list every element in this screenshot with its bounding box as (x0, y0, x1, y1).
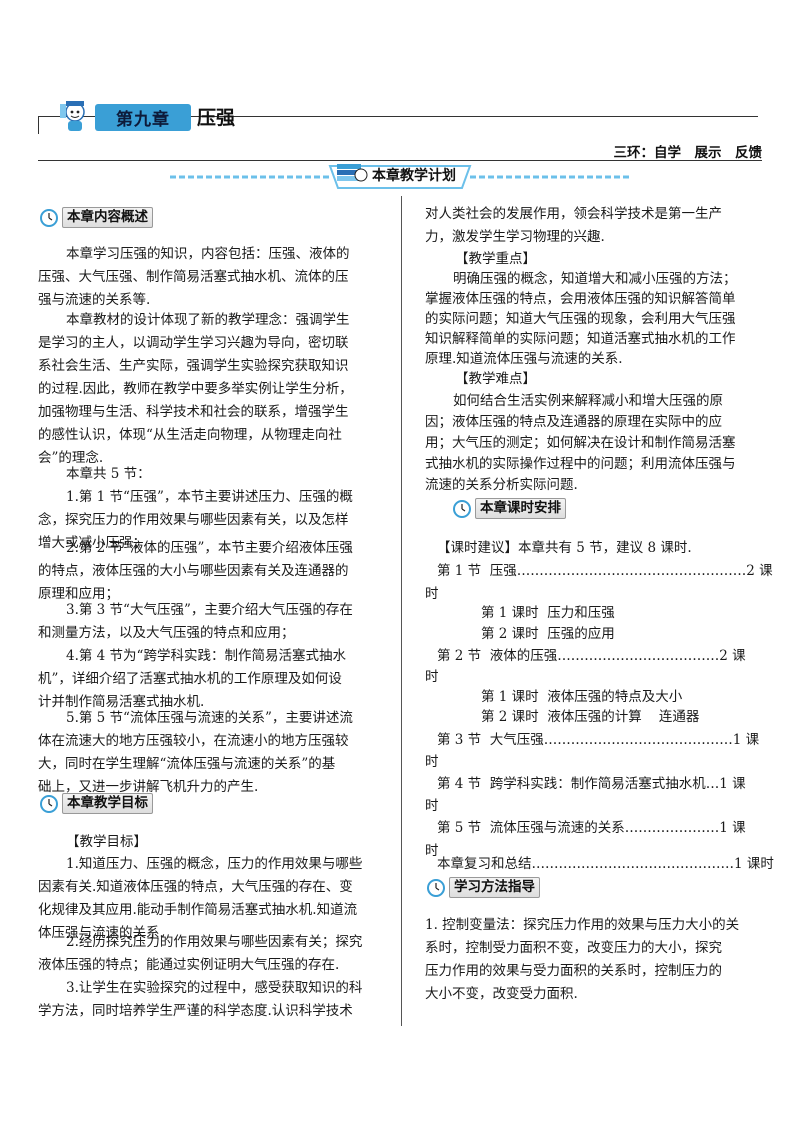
header-rule-left (38, 116, 39, 134)
text-line: 4.第 4 节为“跨学科实践：制作简易活塞式抽水 (66, 648, 346, 664)
section-tag-overview: 本章内容概述 (38, 206, 153, 228)
text-line: 会”的理念. (38, 450, 104, 466)
section-tag-method: 学习方法指导 (425, 876, 540, 898)
chapter-title: 压强 (197, 107, 236, 129)
schedule-line: 第 2 课时 压强的应用 (481, 626, 615, 642)
text-line: 压强、大气压强、制作简易活塞式抽水机、流体的压 (38, 269, 349, 285)
text-line: 原理和应用； (38, 586, 119, 602)
text-line: 增大或减小压强； (38, 535, 146, 551)
text-line: 的过程.因此，教师在教学中要多举实例让学生分析， (38, 381, 353, 397)
schedule-line: 时 (425, 669, 439, 685)
text-line: 系社会生活、生产实际，强调学生实验探究获取知识 (38, 358, 349, 374)
text-line: 的特点，液体压强的大小与哪些因素有关及连通器的 (38, 563, 349, 579)
chapter-badge: 第九章 (95, 104, 191, 131)
banner-title: 本章教学计划 (372, 168, 456, 184)
books-icon (337, 164, 368, 182)
header-underline (38, 160, 762, 161)
plan-banner (170, 165, 630, 189)
text-line: 对人类社会的发展作用，领会科学技术是第一生产 (425, 206, 722, 222)
text-line: 础上，又进一步讲解飞机升力的产生. (38, 779, 259, 795)
clock-icon (40, 795, 58, 813)
text-line: 是学习的主人，以调动学生学习兴趣为导向，密切联 (38, 335, 349, 351)
text-line: 系时，控制受力面积不变，改变压力的大小，探究 (425, 940, 722, 956)
text-line: 大小不变，改变受力面积. (425, 986, 578, 1002)
text-line: 知识解释简单的实际问题；知道活塞式抽水机的工作 (425, 331, 736, 347)
text-line: 因素有关.知道液体压强的特点，大气压强的存在、变 (38, 879, 353, 895)
schedule-line: 第 1 节 压强……………………………………………2 课 (437, 563, 773, 579)
schedule-line: 第 2 课时 液体压强的计算 连通器 (481, 709, 700, 725)
text-line: 化规律及其应用.能动手制作简易活塞式抽水机.知道流 (38, 902, 358, 918)
mascot-icon (60, 101, 85, 131)
text-line: 体压强与流速的关系. (38, 925, 164, 941)
section-tag-schedule: 本章课时安排 (451, 497, 566, 519)
schedule-line: 时 (425, 754, 439, 770)
schedule-line: 第 3 节 大气压强……………………………………1 课 (437, 732, 760, 748)
text-line: 明确压强的概念，知道增大和减小压强的方法； (453, 271, 737, 287)
schedule-line: 本章复习和总结………………………………………1 课时 (437, 856, 774, 872)
text-line: 本章学习压强的知识，内容包括：压强、液体的 (66, 246, 350, 262)
text-line: 学方法，同时培养学生严谨的科学态度.认识科学技术 (38, 1003, 353, 1019)
schedule-line: 第 5 节 流体压强与流速的关系…………………1 课 (437, 820, 746, 836)
three-rings-label: 三环：自学 展示 反馈 (613, 145, 763, 161)
text-line: 因；液体压强的特点及连通器的原理在实际中的应 (425, 414, 722, 430)
schedule-line: 第 1 课时 压力和压强 (481, 605, 615, 621)
text-line: 原理.知道流体压强与流速的关系. (425, 351, 623, 367)
key-points-heading: 【教学重点】 (455, 251, 536, 267)
text-line: 压力作用的效果与受力面积的关系时，控制压力的 (425, 963, 722, 979)
text-line: 2.第 2 节“液体的压强”，本节主要介绍液体压强 (66, 540, 353, 556)
text-line: 的实际问题；知道大气压强的现象，会利用大气压强 (425, 311, 736, 327)
text-line: 念，探究压力的作用效果与哪些因素有关，以及怎样 (38, 512, 349, 528)
text-line: 3.让学生在实验探究的过程中，感受获取知识的科 (66, 980, 363, 996)
text-line: 流速的关系分析实际问题. (425, 477, 578, 493)
text-line: 本章教材的设计体现了新的教学理念：强调学生 (66, 312, 350, 328)
text-line: 1. 控制变量法：探究压力作用的效果与压力大小的关 (425, 917, 740, 933)
clock-icon (427, 879, 445, 897)
text-line: 掌握液体压强的特点，会用液体压强的知识解答简单 (425, 291, 736, 307)
section-tag-goals: 本章教学目标 (38, 792, 153, 814)
text-line: 和测量方法，以及大气压强的特点和应用； (38, 625, 295, 641)
text-line: 体在流速大的地方压强较小，在流速小的地方压强较 (38, 733, 349, 749)
schedule-line: 第 1 课时 液体压强的特点及大小 (481, 689, 683, 705)
text-line: 1.第 1 节“压强”，本节主要讲述压力、压强的概 (66, 489, 353, 505)
text-line: 如何结合生活实例来解释减小和增大压强的原 (453, 393, 723, 409)
schedule-line: 时 (425, 843, 439, 859)
text-line: 力，激发学生学习物理的兴趣. (425, 229, 605, 245)
text-line: 液体压强的特点；能通过实例证明大气压强的存在. (38, 957, 340, 973)
text-line: 强与流速的关系等. (38, 292, 151, 308)
difficulties-heading: 【教学难点】 (455, 371, 536, 387)
column-divider (401, 196, 402, 1026)
section-title: 学习方法指导 (449, 876, 540, 898)
schedule-suggestion: 【课时建议】本章共有 5 节，建议 8 课时. (437, 540, 692, 556)
text-line: 计并制作简易活塞式抽水机. (38, 694, 205, 710)
text-line: 加强物理与生活、科学技术和社会的联系，增强学生 (38, 404, 349, 420)
section-title: 本章内容概述 (62, 206, 153, 228)
schedule-line: 时 (425, 586, 439, 602)
section-title: 本章教学目标 (62, 792, 153, 814)
text-line: 用；大气压的测定；如何解决在设计和制作简易活塞 (425, 435, 736, 451)
text-line: 2.经历探究压力的作用效果与哪些因素有关；探究 (66, 934, 363, 950)
clock-icon (40, 209, 58, 227)
text-line: 大，同时在学生理解“流体压强与流速的关系”的基 (38, 756, 336, 772)
text-line: 的感性认识，体现“从生活走向物理，从物理走向社 (38, 427, 342, 443)
schedule-line: 时 (425, 798, 439, 814)
schedule-line: 第 2 节 液体的压强………………………………2 课 (437, 648, 746, 664)
clock-icon (453, 500, 471, 518)
text-line: 机”，详细介绍了活塞式抽水机的工作原理及如何设 (38, 671, 342, 687)
goals-heading: 【教学目标】 (66, 834, 147, 850)
text-line: 本章共 5 节： (66, 466, 151, 482)
schedule-line: 第 4 节 跨学科实践：制作简易活塞式抽水机…1 课 (437, 776, 746, 792)
header-rule (38, 116, 758, 117)
section-title: 本章课时安排 (475, 497, 566, 519)
text-line: 5.第 5 节“流体压强与流速的关系”，主要讲述流 (66, 710, 353, 726)
text-line: 式抽水机的实际操作过程中的问题；利用流体压强与 (425, 456, 736, 472)
text-line: 1.知道压力、压强的概念，压力的作用效果与哪些 (66, 856, 363, 872)
text-line: 3.第 3 节“大气压强”，主要介绍大气压强的存在 (66, 602, 353, 618)
